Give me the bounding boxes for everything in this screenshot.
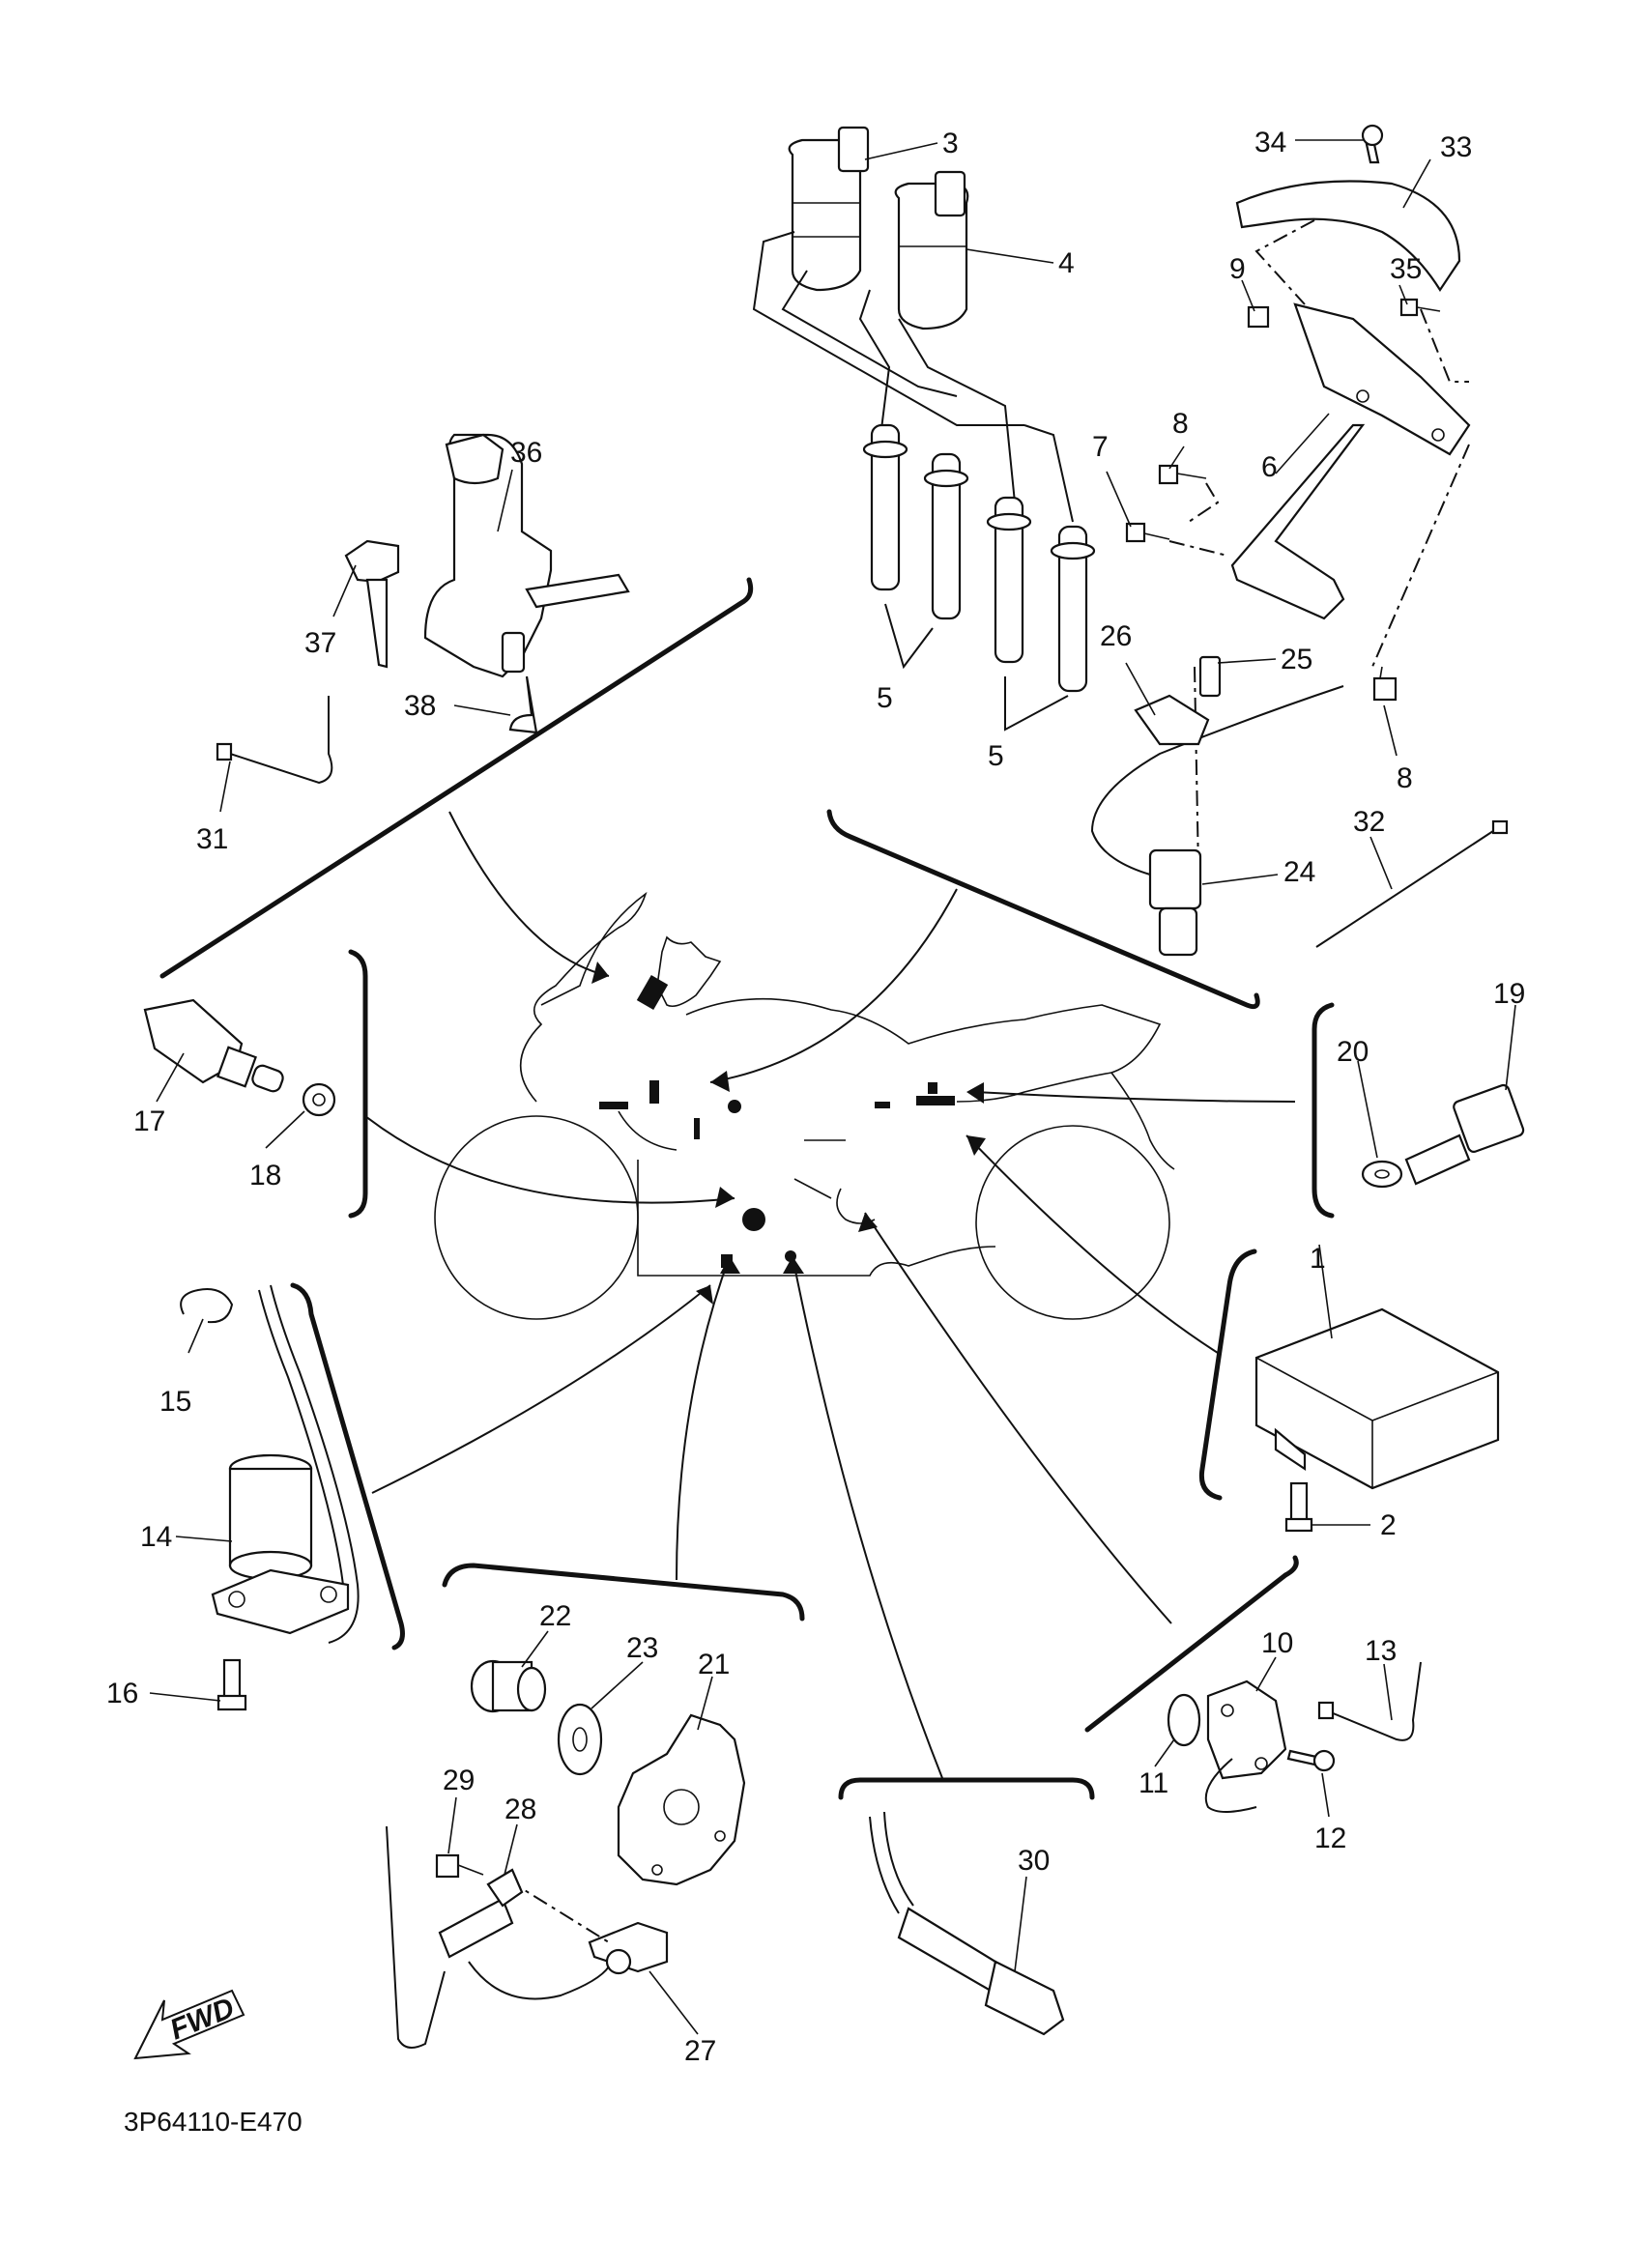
diagram-code: 3P64110-E470 (124, 2107, 303, 2137)
callout-20: 20 (1337, 1036, 1369, 1068)
bolt-22 (470, 1659, 547, 1713)
callout-34: 34 (1254, 127, 1286, 158)
callout-8a: 8 (1172, 408, 1189, 440)
callout-13: 13 (1365, 1635, 1397, 1667)
fwd-arrow-icon: FWD (133, 1989, 245, 2060)
cable-tie-32 (1315, 819, 1509, 948)
callout-8b: 8 (1397, 762, 1413, 794)
callout-21: 21 (698, 1649, 730, 1680)
coil-leads (752, 231, 1074, 523)
callout-32: 32 (1353, 806, 1385, 838)
callout-2: 2 (1380, 1509, 1397, 1541)
rotor-21 (617, 1713, 746, 1886)
screw-12 (1286, 1749, 1336, 1772)
callout-9: 9 (1229, 253, 1246, 285)
connector-leaders (364, 811, 1296, 1779)
callout-6: 6 (1261, 451, 1278, 483)
callout-7: 7 (1092, 431, 1109, 463)
sensor-17 (143, 998, 336, 1117)
callout-28: 28 (504, 1794, 536, 1825)
screw-29 (435, 1853, 484, 1879)
callout-leaders (149, 139, 1516, 2035)
callout-22: 22 (539, 1600, 571, 1632)
callout-19: 19 (1493, 978, 1525, 1010)
spark-plug-caps-5 (862, 423, 1096, 732)
callout-37: 37 (304, 627, 336, 659)
callout-38: 38 (404, 690, 436, 722)
callout-5a: 5 (877, 682, 893, 714)
sensor-27 (386, 1825, 669, 2049)
bolt-16 (216, 1658, 247, 1711)
washer-23 (557, 1703, 603, 1776)
clip-15 (180, 1288, 234, 1324)
callout-33: 33 (1440, 131, 1472, 163)
callout-numbers: 1 2 3 4 5 5 6 7 8 8 9 10 11 12 13 14 15 … (106, 127, 1525, 2067)
o-ring-11 (1167, 1693, 1201, 1747)
callout-1: 1 (1310, 1243, 1326, 1275)
cover-33 (1235, 180, 1461, 293)
actuator-14 (211, 1284, 360, 1644)
callout-18: 18 (249, 1160, 281, 1191)
sensor-10 (1204, 1679, 1287, 1813)
callout-31: 31 (196, 823, 228, 855)
callout-30: 30 (1018, 1845, 1050, 1877)
callout-26: 26 (1100, 620, 1132, 652)
cable-tie-13 (1317, 1661, 1422, 1741)
cable-tie-31 (216, 696, 333, 785)
fwd-badge: FWD (165, 1992, 239, 2046)
group-brackets (159, 577, 1335, 1800)
main-switch-36 (423, 433, 630, 734)
callout-25: 25 (1281, 644, 1312, 675)
ignition-coil-3 (788, 126, 870, 292)
callout-4: 4 (1058, 247, 1075, 279)
callout-5b: 5 (988, 740, 1004, 772)
ecu-1 (1254, 1307, 1500, 1533)
callout-36: 36 (510, 437, 542, 469)
bracket-6 (1230, 302, 1471, 620)
sensor-24 (1090, 655, 1344, 957)
callout-17: 17 (133, 1105, 165, 1137)
fasteners-top-right (1125, 124, 1441, 702)
callout-10: 10 (1261, 1627, 1293, 1659)
callout-11: 11 (1139, 1767, 1168, 1799)
key-37 (344, 539, 400, 669)
motorcycle-outline-icon (434, 891, 1175, 1320)
callout-24: 24 (1283, 856, 1315, 888)
callout-29: 29 (443, 1765, 475, 1796)
callout-23: 23 (626, 1632, 658, 1664)
callout-16: 16 (106, 1678, 138, 1709)
clamp-28 (486, 1868, 524, 1908)
callout-12: 12 (1314, 1823, 1346, 1854)
callout-35: 35 (1390, 253, 1422, 285)
callout-27: 27 (684, 2035, 716, 2067)
callout-15: 15 (159, 1386, 191, 1418)
sensor-30 (869, 1811, 1065, 2036)
leader-dashes-top-right (1168, 219, 1470, 871)
callout-3: 3 (942, 128, 959, 159)
callout-14: 14 (140, 1521, 172, 1553)
sensor-19 (1361, 1083, 1525, 1189)
ignition-coil-4 (894, 170, 969, 330)
